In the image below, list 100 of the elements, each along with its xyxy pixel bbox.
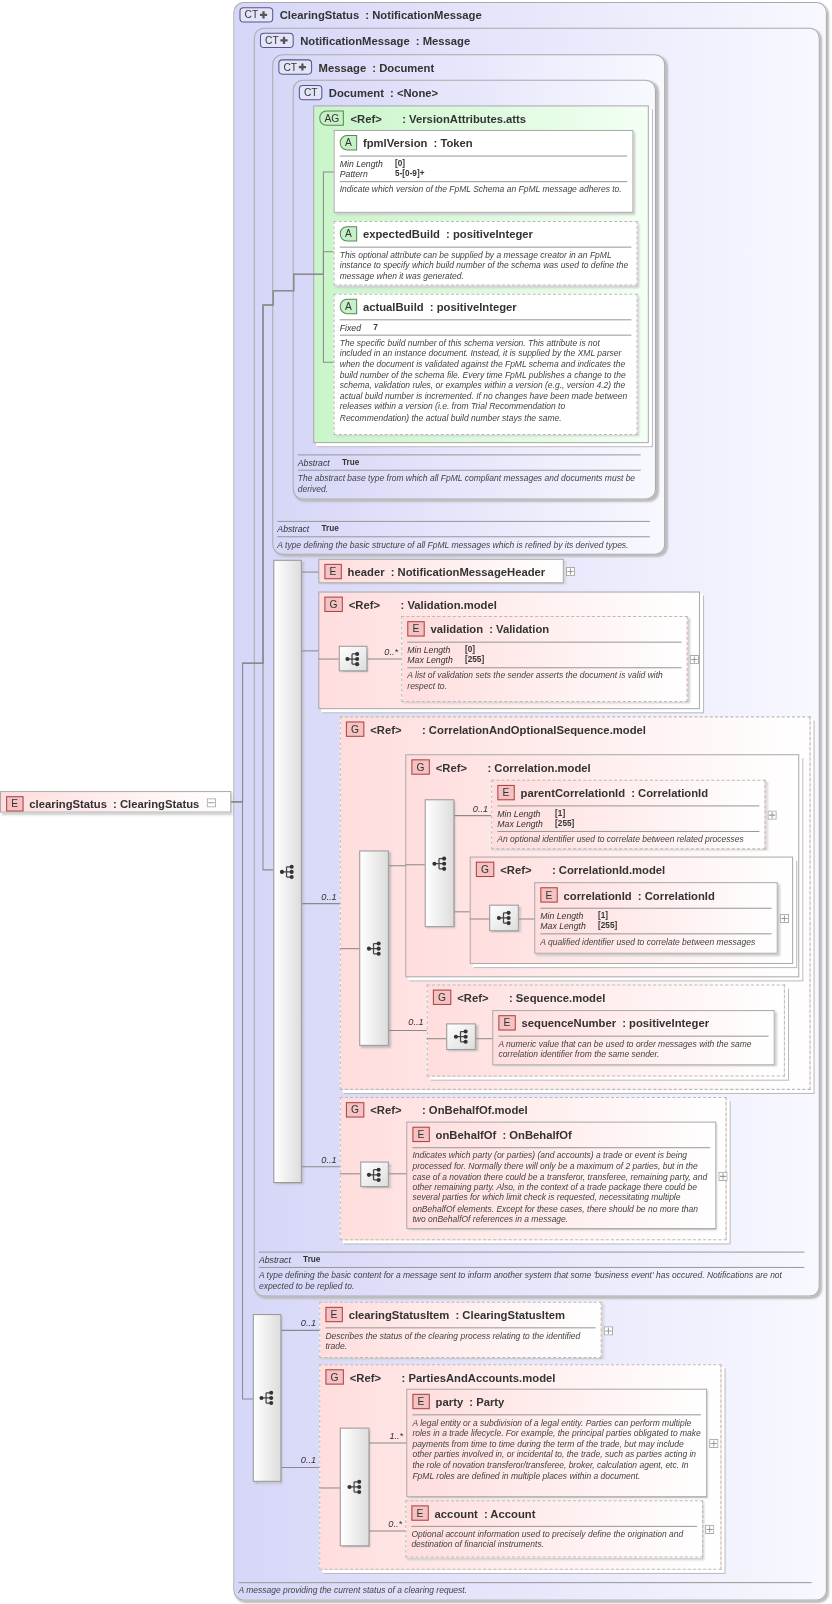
description-text: An optional identifier used to correlate between related processes	[497, 831, 760, 845]
element-box	[406, 1388, 708, 1498]
connector-line	[475, 1038, 493, 1040]
type-name: : NotificationMessage	[365, 8, 482, 21]
facet-value: [1]	[555, 808, 567, 819]
type-name: : NotificationMessageHeader	[390, 565, 546, 578]
cardinality-label: 1..*	[389, 1430, 404, 1441]
type-name: : CorrelationAndOptionalSequence.model	[422, 723, 646, 736]
type-name: : Sequence.model	[509, 991, 606, 1004]
facet-value: [255]	[598, 921, 619, 932]
sequence-bar	[339, 1427, 370, 1547]
description-text: A message providing the current status of a clearing request.	[238, 1581, 812, 1596]
kind-badge: AG	[319, 110, 345, 126]
connector-line	[388, 1173, 407, 1175]
kind-badge: E	[497, 784, 515, 801]
sequence-bar	[424, 799, 455, 928]
kind-badge: E	[6, 796, 24, 812]
component-name: validation	[430, 622, 484, 635]
element-box	[319, 1301, 602, 1358]
description-text: A list of validation sets the sender asserts the document is valid with respect to.	[407, 667, 682, 692]
facet-label: Pattern	[339, 168, 368, 180]
group-box	[405, 754, 800, 978]
cardinality-label: 0..1	[472, 803, 489, 814]
facet-value: True	[321, 523, 340, 534]
type-name: : VersionAttributes.atts	[402, 112, 527, 125]
description-text: The abstract base type from which all FpML compliant messages and documents must be derived.	[297, 470, 641, 495]
connector-line	[426, 1038, 447, 1040]
facet-value: True	[342, 457, 361, 468]
facet-value: [0]	[395, 158, 407, 169]
sequence-compositor	[489, 904, 519, 932]
connector-line	[368, 1442, 407, 1444]
kind-badge: E	[325, 1306, 343, 1323]
kind-badge: G	[325, 1369, 344, 1385]
component-name: <Ref>	[370, 1103, 402, 1116]
element-box	[401, 616, 688, 703]
facet-label: Max Length	[407, 654, 453, 666]
group-box	[319, 1364, 722, 1570]
kind-badge: E	[407, 621, 425, 637]
type-name: : CorrelationId	[631, 786, 709, 799]
component-name: Document	[328, 86, 384, 99]
kind-badge: CT	[259, 32, 295, 49]
type-name: : Account	[483, 1506, 536, 1520]
connector-line	[339, 1173, 361, 1175]
connector-line	[230, 801, 254, 1400]
connector-line	[301, 903, 341, 905]
description-text: A numeric value that can be used to order messages with the same correlation identifier from the same sender.	[498, 1035, 769, 1060]
component-name: account	[434, 1506, 478, 1520]
component-name: header	[347, 565, 385, 578]
connector-line	[404, 864, 426, 866]
kind-badge: G	[324, 596, 343, 612]
facet-value: [0]	[465, 644, 477, 655]
kind-badge: E	[411, 1505, 429, 1521]
facet-value: [1]	[598, 910, 610, 921]
type-name: : ClearingStatusItem	[455, 1308, 565, 1321]
type-name: : Party	[469, 1395, 505, 1408]
element-box	[492, 1010, 775, 1066]
sequence-bar	[359, 850, 389, 1046]
element-box	[0, 791, 232, 813]
description-text: A qualified identifier used to correlate between messages	[540, 933, 772, 947]
component-name: NotificationMessage	[300, 34, 410, 47]
facet-label: Min Length	[497, 808, 542, 819]
attribute-box	[333, 129, 634, 213]
component-name: parentCorrelationId	[520, 786, 625, 799]
connector-line	[388, 865, 406, 867]
attribute-box	[333, 293, 638, 435]
type-name: : OnBehalfOf	[502, 1128, 572, 1141]
facet-label: Max Length	[497, 818, 543, 829]
element-box	[406, 1121, 717, 1230]
attribute-group-box	[313, 105, 649, 444]
kind-badge: E	[540, 887, 558, 903]
facet-value: 7	[373, 322, 379, 333]
description-text: Indicates which party (or parties) (and accounts) a trade or event is being processed for. Normally there will only be a maximum of 2 parties, but in the case of a novation there could be a transferor, transferee, remaining party, and other remaining party. Also, in the context of a trade package there could be several parties for which limit check is requested, necessitating multiple onBehalfOf elements. Except for these cases, there should be no more than two onBehalfOf references in a message.	[412, 1147, 711, 1225]
kind-badge: E	[412, 1126, 430, 1143]
description-text: The specific build number of this schema version. This attribute is not included in an instance document. Instead, it is supplied by the XML parser when the document is validated against the FpML schema and indicates the build number of the schema file. Every time FpML publishes a change to the schema, validation rules, or examples within a version (e.g., version 4.2) the actual build number is incremented. If no changes have been made between releases within a version (i.e. from Trial Recommendation to Recommendation) the actual build number stays the same.	[339, 334, 632, 423]
type-name: : positiveInteger	[429, 300, 517, 313]
type-name: : Correlation.model	[487, 760, 591, 774]
type-name: : ClearingStatus	[113, 797, 200, 810]
complex-type-box	[233, 2, 827, 1601]
component-name: actualBuild	[362, 300, 424, 313]
type-name: : OnBehalfOf.model	[422, 1103, 528, 1116]
kind-badge: G	[345, 721, 365, 737]
cardinality-label: 0..*	[388, 1518, 403, 1529]
facet-label: Abstract	[277, 523, 310, 534]
connector-line	[301, 1166, 341, 1168]
kind-badge: A	[339, 135, 357, 151]
component-name: ClearingStatus	[279, 8, 360, 21]
description-text: A legal entity or a subdivision of a legal entity. Parties can perform multiple roles in a trade lifecycle. For example, the principal parties obligated to make payments from time to time during the term of the trade, but may include other parties involved in, or incidental to, the trade, such as parties acting in the role of novation transferor/transferee, broker, calculation agent, etc. In FpML roles are defined in multiple places within a document.	[412, 1414, 701, 1481]
cardinality-label: 0..1	[408, 1017, 424, 1028]
kind-badge: E	[498, 1015, 516, 1031]
group-box	[339, 716, 811, 1090]
component-name: <Ref>	[500, 863, 532, 876]
group-box	[339, 1097, 727, 1241]
sequence-compositor	[360, 1161, 389, 1188]
kind-badge: CT	[298, 84, 323, 101]
description-text: A type defining the basic structure of all FpML messages which is refined by its derived types.	[277, 535, 650, 550]
facet-label: Min Length	[407, 644, 452, 655]
kind-badge: CT	[239, 7, 274, 23]
type-name: : PartiesAndAccounts.model	[401, 1370, 556, 1384]
sequence-bar	[252, 1314, 282, 1482]
connector-line	[366, 658, 402, 660]
